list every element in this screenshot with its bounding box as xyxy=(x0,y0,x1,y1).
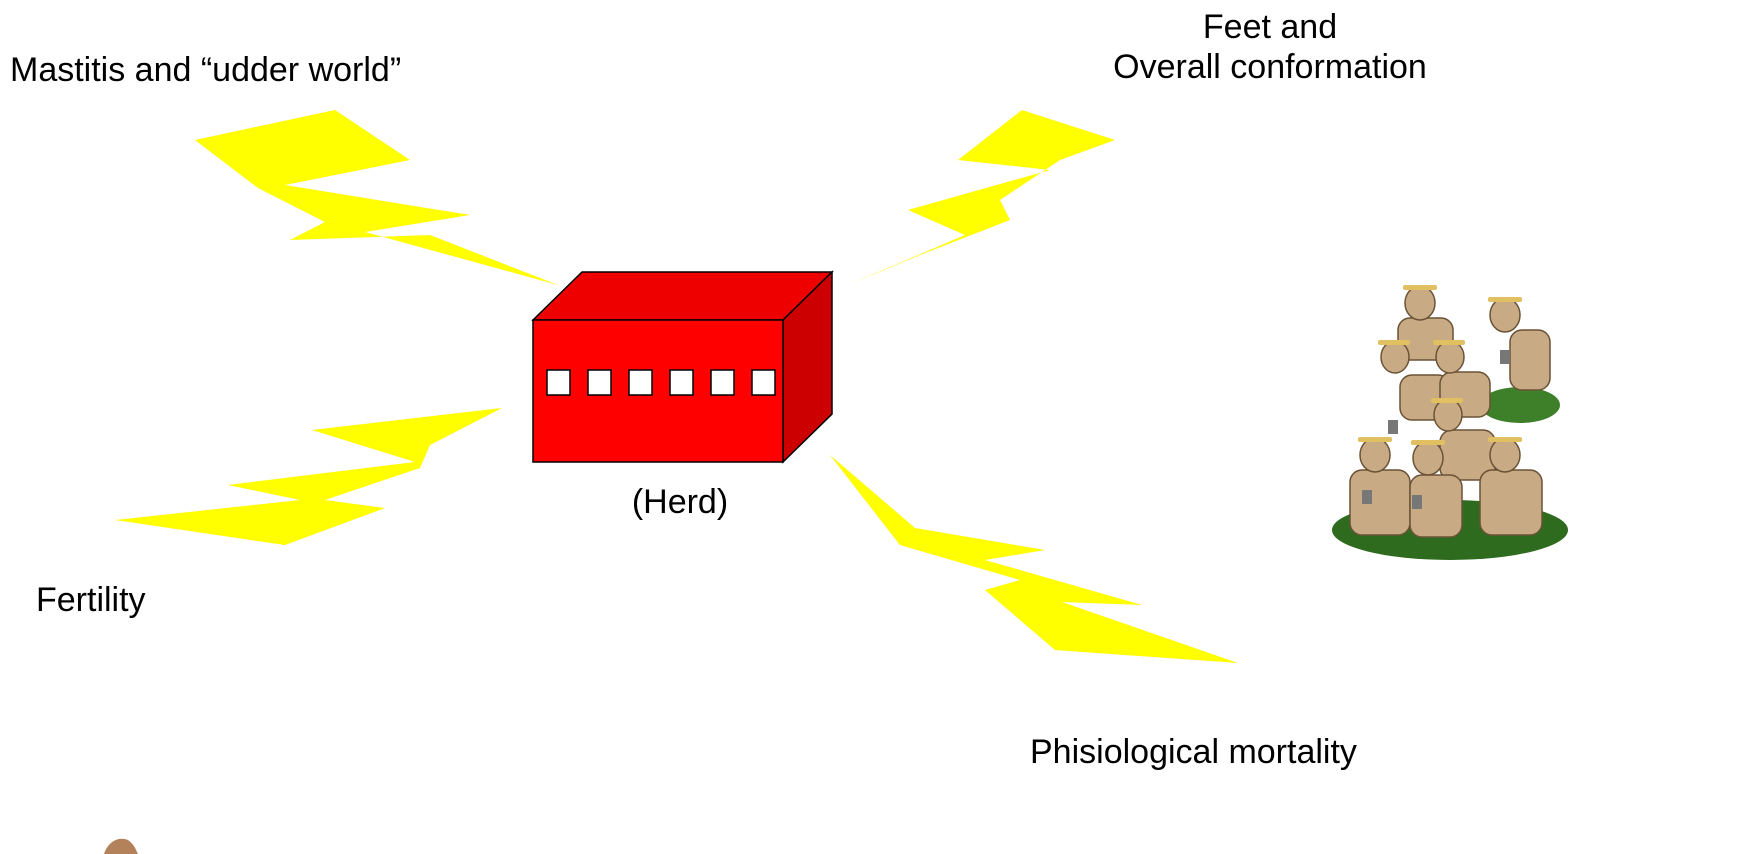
factor-mortality-label: Phisiological mortality xyxy=(1030,733,1357,771)
cartoon-figure-partial-icon xyxy=(104,838,138,854)
barn-front-face xyxy=(532,319,784,463)
herd-label: (Herd) xyxy=(631,483,729,521)
cow-herd-icon xyxy=(1332,285,1568,560)
factor-mastitis-label: Mastitis and “udder world” xyxy=(10,51,402,89)
factor-feet-label: Feet and Overall conformation xyxy=(1113,8,1427,86)
lightning-bolt-fertility xyxy=(115,408,502,545)
barn-windows xyxy=(546,369,776,396)
herd-barn-icon xyxy=(531,270,834,464)
barn-top-face xyxy=(531,271,834,321)
lightning-bolt-mastitis xyxy=(195,110,558,285)
lightning-bolt-feet xyxy=(848,110,1115,285)
lightning-bolt-mortality xyxy=(830,455,1238,663)
factor-fertility-label: Fertility xyxy=(36,581,146,619)
